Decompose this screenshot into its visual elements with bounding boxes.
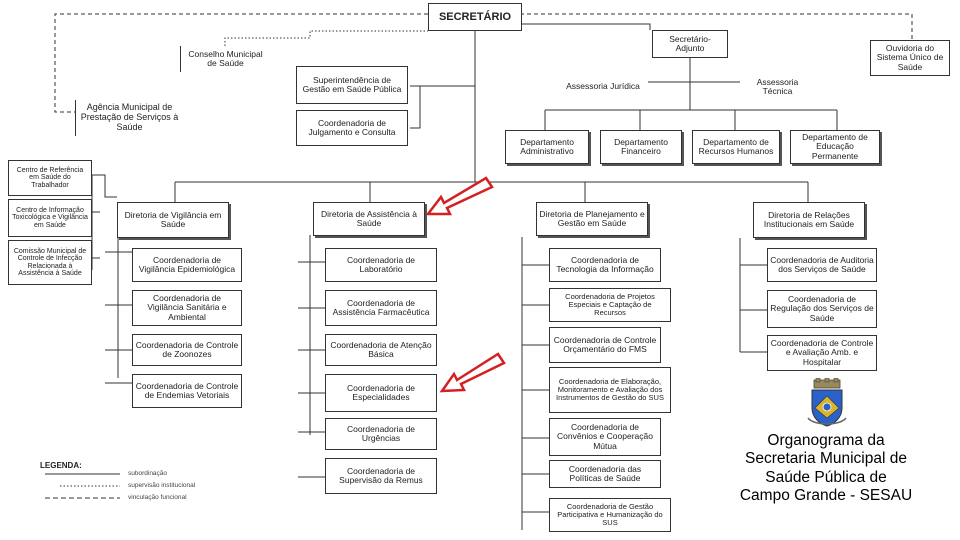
- relacoes-spine: [739, 238, 767, 353]
- legend-subordinacao: subordinação: [128, 470, 168, 477]
- legend-supervisao: supervisão institucional: [128, 482, 196, 489]
- box-dep-administrativo: Departamento Administrativo: [505, 130, 589, 164]
- box-controle-endemias: Coordenadoria de Controle de Endemias Ve…: [132, 374, 242, 408]
- box-dir-relacoes: Diretoria de Relações Institucionais em …: [753, 202, 865, 238]
- box-gestao-participativa: Coordenadoria de Gestão Participativa e …: [549, 498, 671, 532]
- caption-line-3: Saúde Pública de: [765, 468, 887, 486]
- diagram-caption: Organograma da Secretaria Municipal de S…: [712, 432, 940, 505]
- box-avaliacao: Coordenadoria de Controle e Avaliação Am…: [767, 335, 877, 371]
- box-orcamentario: Coordenadoria de Controle Orçamentário d…: [549, 327, 661, 363]
- departments-bar: [544, 109, 838, 130]
- box-dir-vigilancia: Diretoria de Vigilância em Saúde: [117, 202, 229, 238]
- legend-title: LEGENDA:: [40, 461, 82, 470]
- box-centro-informacao: Centro de Informação Toxicológica e Vigi…: [8, 199, 92, 237]
- dotted-link-conselho: [224, 30, 428, 46]
- caption-line-2: Secretaria Municipal de: [745, 450, 907, 468]
- box-supervisao-remus: Coordenadoria de Supervisão da Remus: [325, 458, 437, 494]
- box-secretario: SECRETÁRIO: [428, 3, 522, 31]
- box-secretario-adjunto: Secretário-Adjunto: [652, 30, 728, 58]
- box-atencao-basica: Coordenadoria de Atenção Básica: [325, 334, 437, 366]
- box-elaboracao: Coordenadoria de Elaboração, Monitoramen…: [549, 367, 671, 413]
- dashed-link-agencia: [54, 13, 428, 113]
- box-ouvidoria: Ouvidoria do Sistema Único de Saúde: [870, 40, 950, 76]
- box-projetos: Coordenadoria de Projetos Especiais e Ca…: [549, 288, 671, 322]
- box-agencia: Agência Municipal de Prestação de Serviç…: [75, 100, 183, 136]
- box-dep-educacao: Departamento de Educação Permanente: [790, 130, 880, 164]
- caption-line-1: Organograma da: [767, 432, 885, 449]
- left-boxes-link: [91, 174, 117, 270]
- box-controle-zoonozes: Coordenadoria de Controle de Zoonozes: [132, 334, 242, 366]
- box-dep-rh: Departamento de Recursos Humanos: [692, 130, 780, 164]
- box-dep-financeiro: Departamento Financeiro: [600, 130, 682, 164]
- box-especialidades: Coordenadoria de Especialidades: [325, 374, 437, 412]
- box-assessoria-tecnica: Assessoria Técnica: [740, 72, 815, 102]
- box-superintendencia: Superintendência de Gestão em Saúde Públ…: [296, 66, 408, 104]
- box-coord-julgamento: Coordenadoria de Julgamento e Consulta: [296, 110, 408, 146]
- red-arrow-especialidades-icon: [439, 352, 506, 393]
- box-urgencias: Coordenadoria de Urgências: [325, 418, 437, 450]
- red-arrow-assistencia-icon: [425, 176, 494, 216]
- dashed-link-ouvidoria: [520, 13, 913, 40]
- vigilancia-spine: [105, 238, 132, 384]
- box-convenios: Coordenadoria de Convênios e Cooperação …: [549, 418, 661, 456]
- caption-line-4: Campo Grande - SESAU: [739, 486, 913, 504]
- box-politicas: Coordenadoria das Políticas de Saúde: [549, 460, 661, 488]
- box-auditoria: Coordenadoria de Auditoria dos Serviços …: [767, 248, 877, 282]
- box-assist-farmaceutica: Coordenadoria de Assistência Farmacêutic…: [325, 290, 437, 326]
- box-assessoria-juridica: Assessoria Jurídica: [558, 72, 648, 102]
- legend-vinculacao: vinculação funcional: [128, 494, 187, 501]
- assistencia-spine: [298, 235, 325, 478]
- box-vig-sanitaria: Coordenadoria de Vigilância Sanitária e …: [132, 290, 242, 326]
- planejamento-spine: [521, 237, 549, 530]
- box-conselho: Conselho Municipal de Saúde: [180, 46, 270, 72]
- box-tecnologia: Coordenadoria de Tecnologia da Informaçã…: [549, 248, 661, 282]
- coat-of-arms-icon: [807, 378, 847, 427]
- box-vig-epidemiologica: Coordenadoria de Vigilância Epidemiológi…: [132, 248, 242, 282]
- box-laboratorio: Coordenadoria de Laboratório: [325, 248, 437, 282]
- box-dir-planejamento: Diretoria de Planejamento e Gestão em Sa…: [536, 202, 648, 236]
- box-regulacao: Coordenadoria de Regulação dos Serviços …: [767, 290, 877, 328]
- adjunto-link: [520, 23, 651, 30]
- box-comissao-infeccao: Comissão Municipal de Controle de Infecç…: [8, 240, 92, 285]
- julgamento-link: [410, 86, 421, 129]
- box-dir-assistencia: Diretoria de Assistência à Saúde: [313, 202, 425, 236]
- directorates-bar: [174, 181, 809, 202]
- box-centro-referencia: Centro de Referência em Saúde do Trabalh…: [8, 160, 92, 196]
